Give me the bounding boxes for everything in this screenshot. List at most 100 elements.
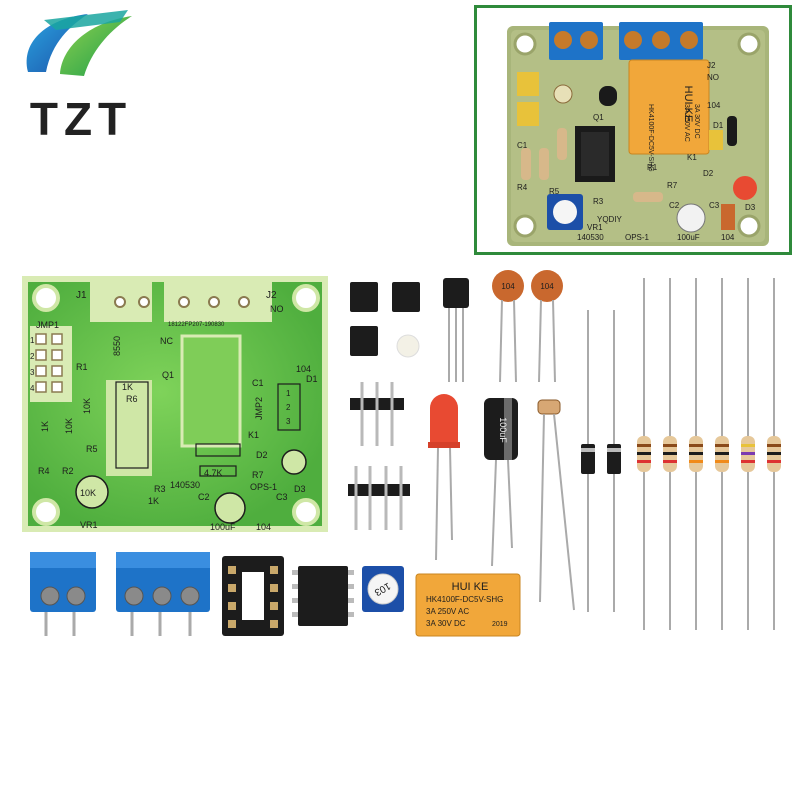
inset-relay-line3: 3A 30V DC xyxy=(693,104,700,139)
red-led xyxy=(428,394,460,561)
pcb-silk-c3: C3 xyxy=(276,492,288,502)
pcb-silk-1k-c: 1K xyxy=(148,496,159,506)
assembled-board-photo: HUI KE HK4100F-DC5V-SHG 3A 250V AC 3A 30… xyxy=(474,5,792,255)
pcb-silk-1k-a: 1K xyxy=(122,382,133,392)
pcb-silk-vr1: VR1 xyxy=(80,520,98,530)
diode-b xyxy=(607,310,621,612)
resistor xyxy=(741,278,755,630)
brand-logo: TZT xyxy=(0,0,160,170)
brand-swoosh-icon xyxy=(26,10,132,76)
pcb-silk-r5: R5 xyxy=(86,444,98,454)
pcb-silk-q1: Q1 xyxy=(162,370,174,380)
pcb-silk-10k-c: 10K xyxy=(80,488,96,498)
pcb-silk-d1: D1 xyxy=(306,374,318,384)
pcb-silk-jmp2: JMP2 xyxy=(254,397,264,420)
pcb-silk-r2: R2 xyxy=(62,466,74,476)
pcb-silk-pin-1: 1 xyxy=(286,389,291,398)
resistor xyxy=(689,278,703,630)
pin-header-4 xyxy=(348,466,410,530)
pcb-silk-104: 104 xyxy=(256,522,271,532)
jumper-cap xyxy=(350,282,378,312)
pcb-silk-c1: C1 xyxy=(252,378,264,388)
inset-silk-model: OPS-1 xyxy=(625,233,650,242)
terminal-block-2pin xyxy=(30,552,96,636)
inset-silk-c3: C3 xyxy=(709,201,720,210)
pcb-silk-jnum-2: 2 xyxy=(30,352,35,361)
electrolytic-capacitor: 100uF xyxy=(484,398,518,567)
transistor xyxy=(443,278,469,382)
brand-name: TZT xyxy=(29,93,133,145)
pcb-silk-1k-b: 1K xyxy=(40,421,50,432)
electrolytic-label: 100uF xyxy=(498,417,508,443)
pin-header-3 xyxy=(350,382,404,446)
assembled-board-illustration: HUI KE HK4100F-DC5V-SHG 3A 250V AC 3A 30… xyxy=(507,22,769,246)
bare-pcb: J1 J2 NO NC 18122FP207-190830 JMP1 1 2 3… xyxy=(22,276,328,532)
resistors xyxy=(637,278,781,630)
resistor xyxy=(637,278,651,630)
diode-a xyxy=(581,310,595,612)
ceramic-cap-label-b: 104 xyxy=(540,282,554,291)
inset-silk-104b: 104 xyxy=(721,233,735,242)
relay-line3: 3A 30V DC xyxy=(426,619,466,628)
pcb-silk-d2: D2 xyxy=(256,450,268,460)
inset-silk-c2: C2 xyxy=(669,201,680,210)
pcb-silk-jnum-3: 3 xyxy=(30,368,35,377)
pcb-silk-104-b: 104 xyxy=(296,364,311,374)
inset-relay-brand: HUI KE xyxy=(682,86,694,123)
resistor xyxy=(663,278,677,630)
pcb-silk-r3: R3 xyxy=(154,484,166,494)
pcb-silk-10k-a: 10K xyxy=(82,398,92,414)
pcb-silk-r7: R7 xyxy=(252,470,264,480)
pcb-silk-pin-3: 3 xyxy=(286,417,291,426)
inset-relay-line1: HK4100F-DC5V-SHG xyxy=(647,104,654,172)
relay-line1: HK4100F-DC5V-SHG xyxy=(426,595,503,604)
pcb-silk-8550: 8550 xyxy=(112,336,122,356)
pcb-silk-r4: R4 xyxy=(38,466,50,476)
ceramic-capacitor-a: 104 xyxy=(492,270,524,383)
pcb-silk-jnum-4: 4 xyxy=(30,384,35,393)
pcb-silk-date: 140530 xyxy=(170,480,200,490)
pcb-silk-model: OPS-1 xyxy=(250,482,277,492)
pcb-silk-k1: K1 xyxy=(248,430,259,440)
inset-silk-q1: Q1 xyxy=(593,113,604,122)
pcb-silk-c2: C2 xyxy=(198,492,210,502)
pcb-silk-4k7: 4.7K xyxy=(204,468,223,478)
pcb-silk-d3: D3 xyxy=(294,484,306,494)
jumper-cap xyxy=(392,282,420,312)
inset-silk-104: 104 xyxy=(707,101,721,110)
ic-chip xyxy=(292,566,354,626)
pcb-silk-nc: NC xyxy=(160,336,173,346)
inset-silk-r3: R3 xyxy=(593,197,604,206)
ceramic-cap-label-a: 104 xyxy=(501,282,515,291)
resistor xyxy=(715,278,729,630)
terminal-block-3pin xyxy=(116,552,210,636)
potentiometer: 103 xyxy=(362,566,404,612)
inset-silk-r7: R7 xyxy=(667,181,678,190)
ic-socket xyxy=(222,556,284,636)
jumper-cap xyxy=(350,326,378,356)
pcb-silk-batch: 18122FP207-190830 xyxy=(168,322,225,328)
pcb-silk-r1: R1 xyxy=(76,362,88,372)
inset-silk-maker: YQDIY xyxy=(597,215,623,224)
inset-silk-r1: R1 xyxy=(647,163,658,172)
jumper-caps xyxy=(350,282,420,358)
inset-silk-d2: D2 xyxy=(703,169,714,178)
pcb-silk-jnum-1: 1 xyxy=(30,336,35,345)
inset-silk-vr1: VR1 xyxy=(587,223,603,232)
pcb-silk-jmp1: JMP1 xyxy=(36,320,59,330)
inset-silk-d1: D1 xyxy=(713,121,724,130)
relay-line2: 3A 250V AC xyxy=(426,607,469,616)
inset-silk-date: 140530 xyxy=(577,233,604,242)
inset-silk-r5: R5 xyxy=(549,187,560,196)
photoresistor xyxy=(537,399,575,611)
resistor xyxy=(767,278,781,630)
inset-silk-no: NO xyxy=(707,73,719,82)
pcb-silk-pin-2: 2 xyxy=(286,403,291,412)
inset-silk-d3: D3 xyxy=(745,203,756,212)
relay-brand: HUI KE xyxy=(452,581,489,593)
ldr-sensor xyxy=(396,334,420,358)
inset-silk-100uf: 100uF xyxy=(677,233,700,242)
inset-silk-c1: C1 xyxy=(517,141,528,150)
pcb-silk-no: NO xyxy=(270,304,284,314)
inset-silk-k1: K1 xyxy=(687,153,697,162)
